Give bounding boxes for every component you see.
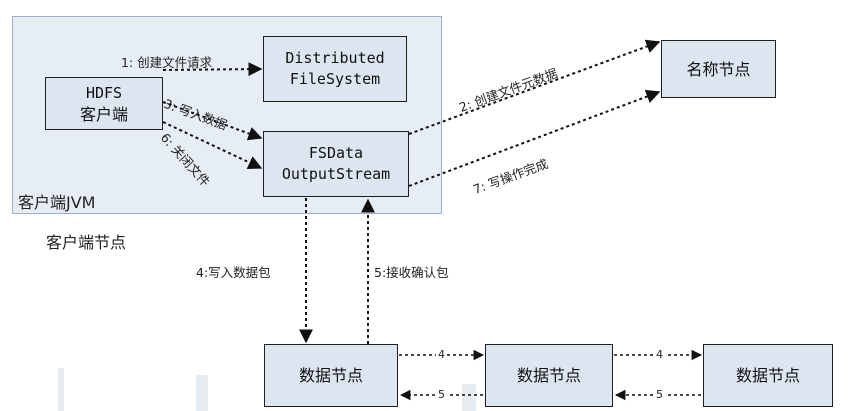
arrow-step-7 (408, 89, 661, 187)
pipeline-ack-1-label: 5 (436, 388, 447, 401)
hdfs-client-line1: HDFS (85, 83, 123, 102)
client-node-label: 客户端节点 (46, 233, 127, 252)
datanode-box-3: 数据节点 (703, 344, 833, 407)
client-jvm-label: 客户端JVM (18, 193, 96, 212)
datanode-box-2: 数据节点 (485, 344, 613, 407)
step-1-label: 1: 创建文件请求 (121, 55, 213, 70)
datanode-box-1: 数据节点 (264, 344, 398, 407)
watermark-tower-1 (58, 368, 64, 411)
fsdata-line2: OutputStream (281, 165, 391, 183)
fsdata-outputstream-box: FSData OutputStream (263, 131, 409, 197)
watermark-tower-2 (196, 375, 208, 411)
step-5-label: 5:接收确认包 (374, 265, 449, 280)
hdfs-client-box: HDFS 客户端 (45, 77, 163, 130)
distributed-filesystem-box: Distributed FileSystem (263, 36, 407, 102)
pipeline-forward-1-label: 4 (436, 348, 447, 361)
arrow-step-6 (162, 121, 263, 169)
dfs-line2: FileSystem (289, 70, 381, 88)
namenode-box: 名称节点 (661, 40, 776, 98)
hdfs-client-line2: 客户端 (79, 104, 128, 124)
watermark-tower-3 (462, 384, 476, 411)
arrow-step-1 (162, 62, 263, 77)
dfs-line1: Distributed (285, 49, 385, 67)
step-4-label: 4:写入数据包 (196, 265, 271, 280)
namenode-label: 名称节点 (686, 59, 751, 79)
pipeline-forward-2-label: 4 (654, 348, 665, 361)
pipeline-ack-2-label: 5 (654, 388, 665, 401)
arrow-step-2 (408, 39, 661, 135)
fsdata-line1: FSData (308, 144, 364, 162)
datanode-3-label: 数据节点 (735, 366, 800, 385)
datanode-1-label: 数据节点 (298, 366, 363, 385)
datanode-2-label: 数据节点 (516, 366, 581, 385)
